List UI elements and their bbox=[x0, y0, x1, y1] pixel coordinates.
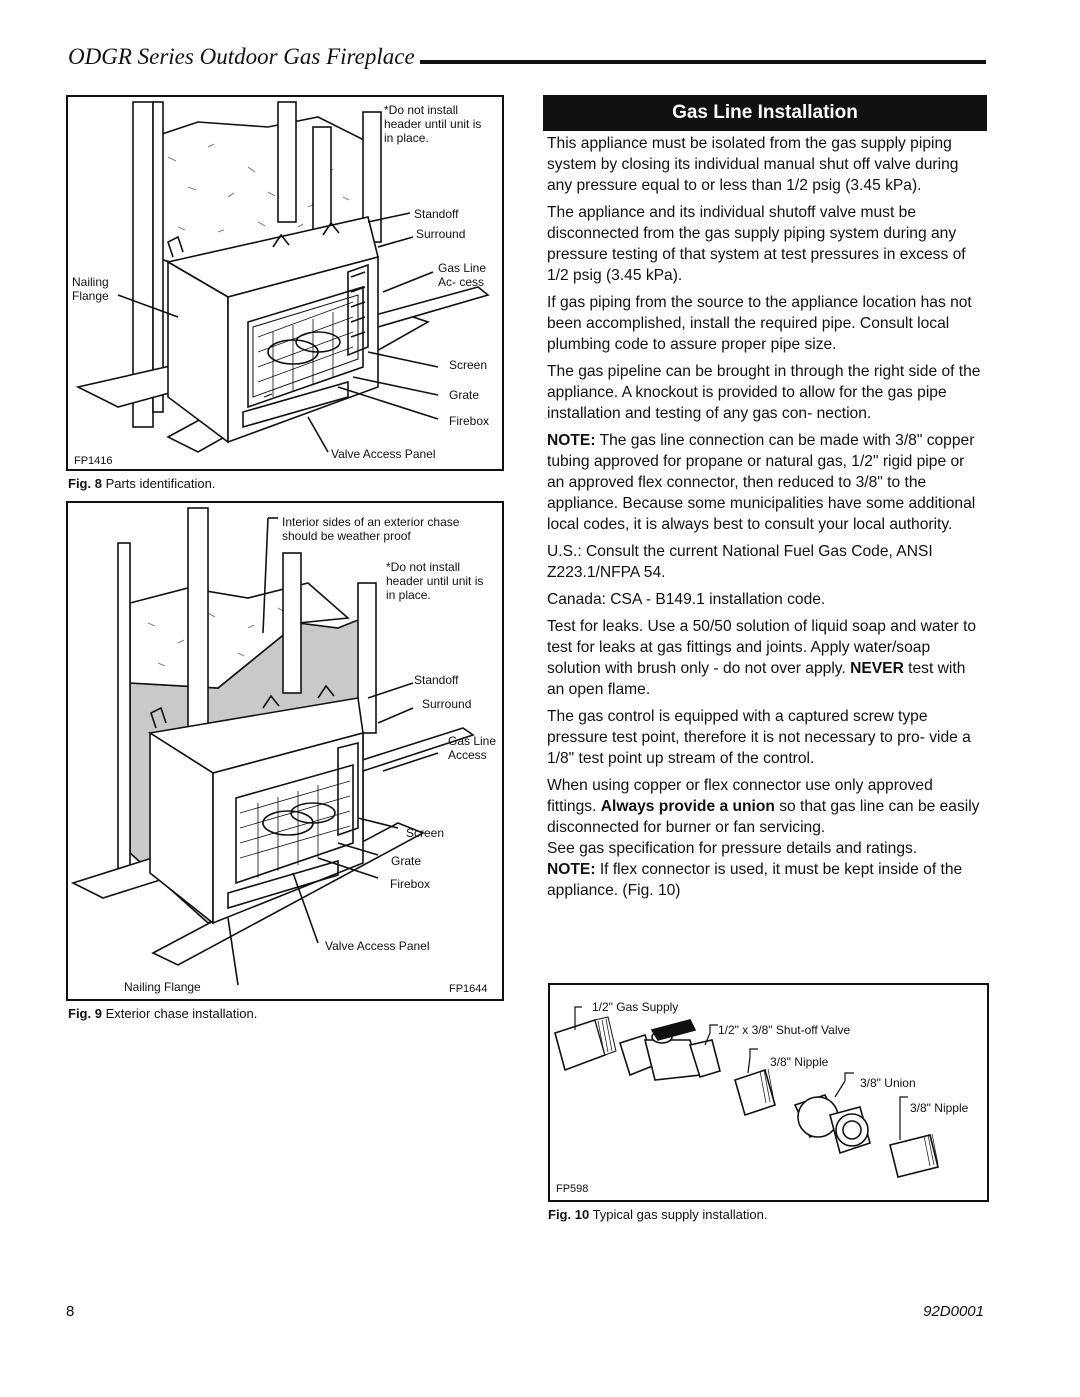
document-number: 92D0001 bbox=[923, 1303, 984, 1320]
paragraph-us-code: U.S.: Consult the current National Fuel … bbox=[547, 543, 933, 581]
fig9-caption-number: Fig. 9 bbox=[68, 1006, 102, 1021]
fig8-label-valve-access-panel: Valve Access Panel bbox=[331, 447, 436, 461]
note-label: NOTE: bbox=[547, 432, 596, 449]
never-label: NEVER bbox=[850, 660, 904, 677]
fig8-label-do-not-install: *Do not install header until unit is in … bbox=[384, 103, 482, 145]
paragraph-leak-test: Test for leaks. Use a 50/50 solution of … bbox=[547, 616, 985, 700]
paragraph-note-flex: NOTE: If flex connector is used, it must… bbox=[547, 859, 985, 901]
leak-test-text: Test for leaks. Use a 50/50 solution of … bbox=[547, 618, 977, 677]
paragraph-install-pipe: If gas piping from the source to the app… bbox=[547, 294, 972, 353]
paragraph-gas-spec: See gas specification for pressure detai… bbox=[547, 840, 918, 857]
fig8-label-gas-line-access: Gas Line Ac- cess bbox=[438, 261, 487, 289]
fig8-label-screen: Screen bbox=[449, 358, 488, 372]
fig8-caption-text: Parts identification. bbox=[105, 476, 216, 491]
fig9-label-standoff: Standoff bbox=[414, 673, 459, 687]
fig9-label-valve-access-panel: Valve Access Panel bbox=[325, 939, 430, 953]
fig10-caption: Fig. 10 Typical gas supply installation. bbox=[548, 1207, 767, 1222]
fig8-label-surround: Surround bbox=[416, 227, 466, 241]
fig10-label-union: 3/8" Union bbox=[860, 1076, 916, 1090]
paragraph-note-connection: NOTE: The gas line connection can be mad… bbox=[547, 430, 985, 535]
page-header-title: ODGR Series Outdoor Gas Fireplace bbox=[68, 44, 415, 69]
section-body: This appliance must be isolated from the… bbox=[547, 133, 985, 907]
fig8-label-standoff: Standoff bbox=[414, 207, 459, 221]
header-rule bbox=[420, 60, 986, 64]
fig9-label-firebox: Firebox bbox=[390, 877, 431, 891]
fig9-caption: Fig. 9 Exterior chase installation. bbox=[68, 1006, 257, 1021]
fig9-label-nailing-flange: Nailing Flange bbox=[124, 980, 201, 994]
fittings-text-b: so that gas line can be easily disconnec… bbox=[547, 798, 980, 836]
section-heading: Gas Line Installation bbox=[543, 95, 987, 131]
fig8-label-firebox: Firebox bbox=[449, 414, 490, 428]
leak-test-end: test with an open flame. bbox=[547, 660, 966, 698]
fig10-label-nipple-2: 3/8" Nipple bbox=[910, 1101, 969, 1115]
paragraph-pipeline: The gas pipeline can be brought in throu… bbox=[547, 363, 981, 422]
fig9-code: FP1644 bbox=[449, 983, 488, 995]
union-label: Always provide a union bbox=[600, 798, 775, 815]
fig9-label-do-not-install: *Do not install header until unit is in … bbox=[386, 560, 484, 602]
paragraph-disconnect: The appliance and its individual shutoff… bbox=[547, 204, 966, 284]
note-flex-text: If flex connector is used, it must be ke… bbox=[547, 861, 963, 899]
fig9-label-screen: Screen bbox=[406, 826, 445, 840]
fig10-caption-text: Typical gas supply installation. bbox=[592, 1207, 768, 1222]
fig9-label-surround: Surround bbox=[422, 697, 472, 711]
fig10-code: FP598 bbox=[556, 1183, 589, 1195]
fig9-caption-text: Exterior chase installation. bbox=[105, 1006, 258, 1021]
paragraph-isolation: This appliance must be isolated from the… bbox=[547, 135, 959, 194]
fig8-illustration bbox=[75, 101, 490, 453]
fig8-label-grate: Grate bbox=[449, 388, 480, 402]
figure-10: 1/2" Gas Supply 1/2" x 3/8" Shut-off Val… bbox=[548, 983, 989, 1202]
note-flex-label: NOTE: bbox=[547, 861, 596, 878]
fig10-caption-number: Fig. 10 bbox=[548, 1207, 590, 1222]
fig10-label-gas-supply: 1/2" Gas Supply bbox=[592, 1000, 679, 1014]
fig10-illustration bbox=[554, 1006, 939, 1178]
fig10-label-nipple-1: 3/8" Nipple bbox=[770, 1055, 829, 1069]
paragraph-gas-control: The gas control is equipped with a captu… bbox=[547, 708, 971, 767]
figure-8: *Do not install header until unit is in … bbox=[66, 95, 504, 471]
fig9-label-gas-line-access: Gas Line Access bbox=[448, 734, 497, 762]
paragraph-fittings: When using copper or flex connector use … bbox=[547, 775, 985, 838]
fig8-code: FP1416 bbox=[74, 455, 113, 467]
fittings-text-a: When using copper or flex connector use … bbox=[547, 777, 933, 815]
fig9-label-grate: Grate bbox=[391, 854, 422, 868]
page-number: 8 bbox=[66, 1303, 75, 1320]
fig8-caption-number: Fig. 8 bbox=[68, 476, 102, 491]
fig8-label-nailing-flange: Nailing Flange bbox=[72, 275, 109, 303]
fig9-label-interior-sides: Interior sides of an exterior chase shou… bbox=[282, 515, 460, 543]
paragraph-canada-code: Canada: CSA - B149.1 installation code. bbox=[547, 591, 826, 608]
fig9-illustration bbox=[70, 507, 475, 986]
fig10-label-shutoff-valve: 1/2" x 3/8" Shut-off Valve bbox=[718, 1023, 851, 1037]
note-connection-text: The gas line connection can be made with… bbox=[547, 432, 976, 533]
figure-9: Interior sides of an exterior chase shou… bbox=[66, 501, 504, 1001]
fig8-caption: Fig. 8 Parts identification. bbox=[68, 476, 215, 491]
